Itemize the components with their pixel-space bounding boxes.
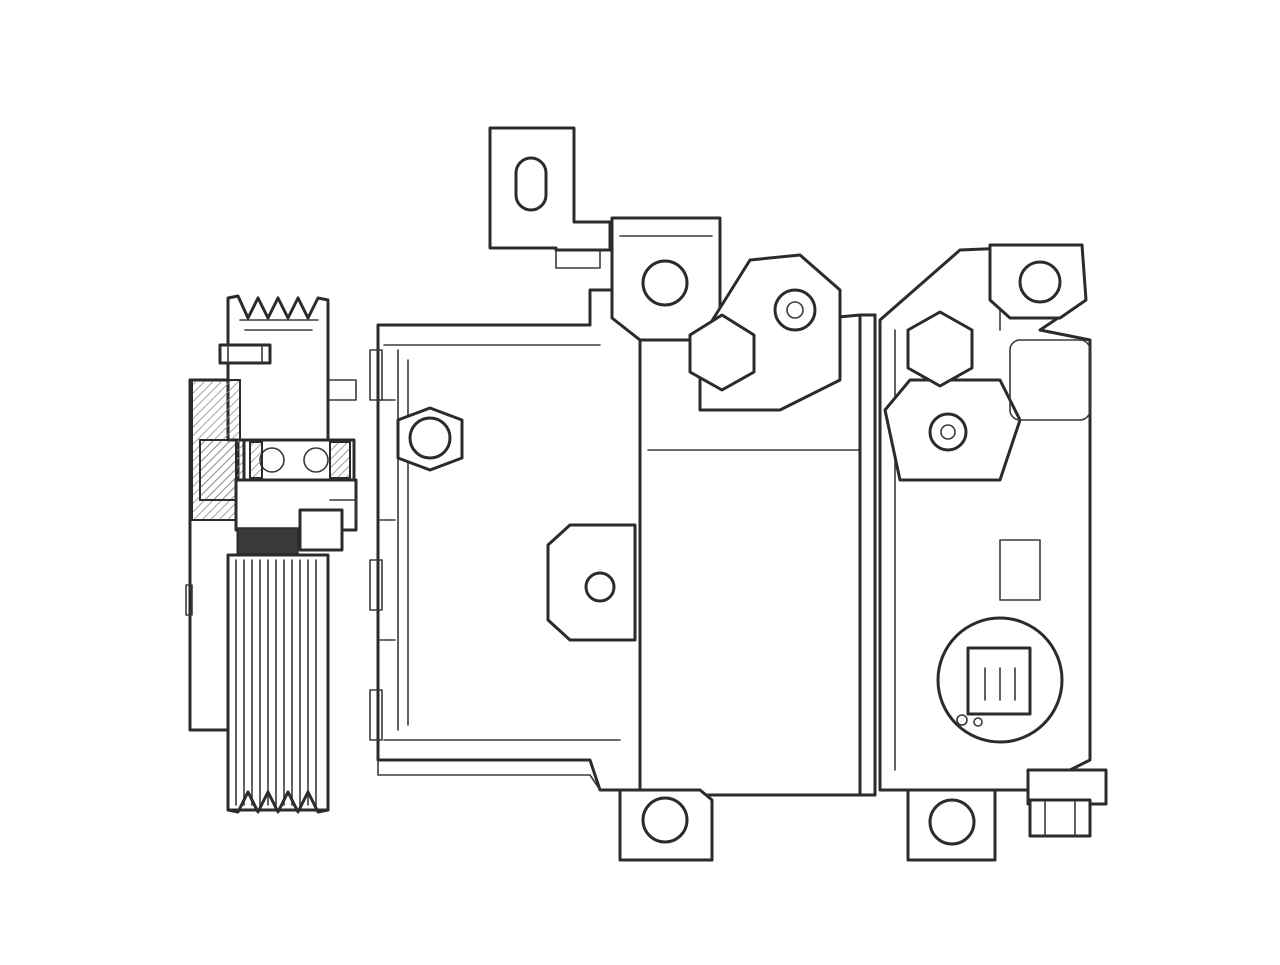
port-fitting (773, 288, 817, 332)
side-rib (369, 349, 383, 401)
bearing-ball (303, 447, 329, 473)
discharge-port-nut (906, 310, 974, 388)
top-mount-hole (641, 259, 689, 307)
shaft-nut (298, 508, 344, 552)
clutch-bolt (218, 343, 272, 365)
mounting-bracket (488, 126, 612, 252)
side-mount-hole (584, 571, 616, 603)
suction-port-nut (688, 313, 756, 392)
side-rib (369, 559, 383, 611)
pulley-assembly (185, 294, 358, 814)
hub-tab (185, 584, 193, 616)
bottom-mount-hole (641, 796, 689, 844)
cylinder-block (610, 216, 877, 862)
front-bolt (396, 406, 464, 472)
front-housing (369, 126, 675, 792)
rear-bottom-hole (928, 798, 976, 846)
side-rib (369, 689, 383, 741)
rear-boss (1009, 339, 1091, 421)
rear-head (878, 243, 1108, 862)
relief-valve-body (1028, 798, 1092, 838)
pulley-grooves (226, 553, 330, 812)
discharge-fitting (928, 412, 968, 452)
pulley-groove-section-top (226, 294, 330, 442)
bracket-slot (514, 156, 548, 212)
rear-top-hole (1018, 260, 1062, 304)
electrical-connector (966, 646, 1032, 716)
